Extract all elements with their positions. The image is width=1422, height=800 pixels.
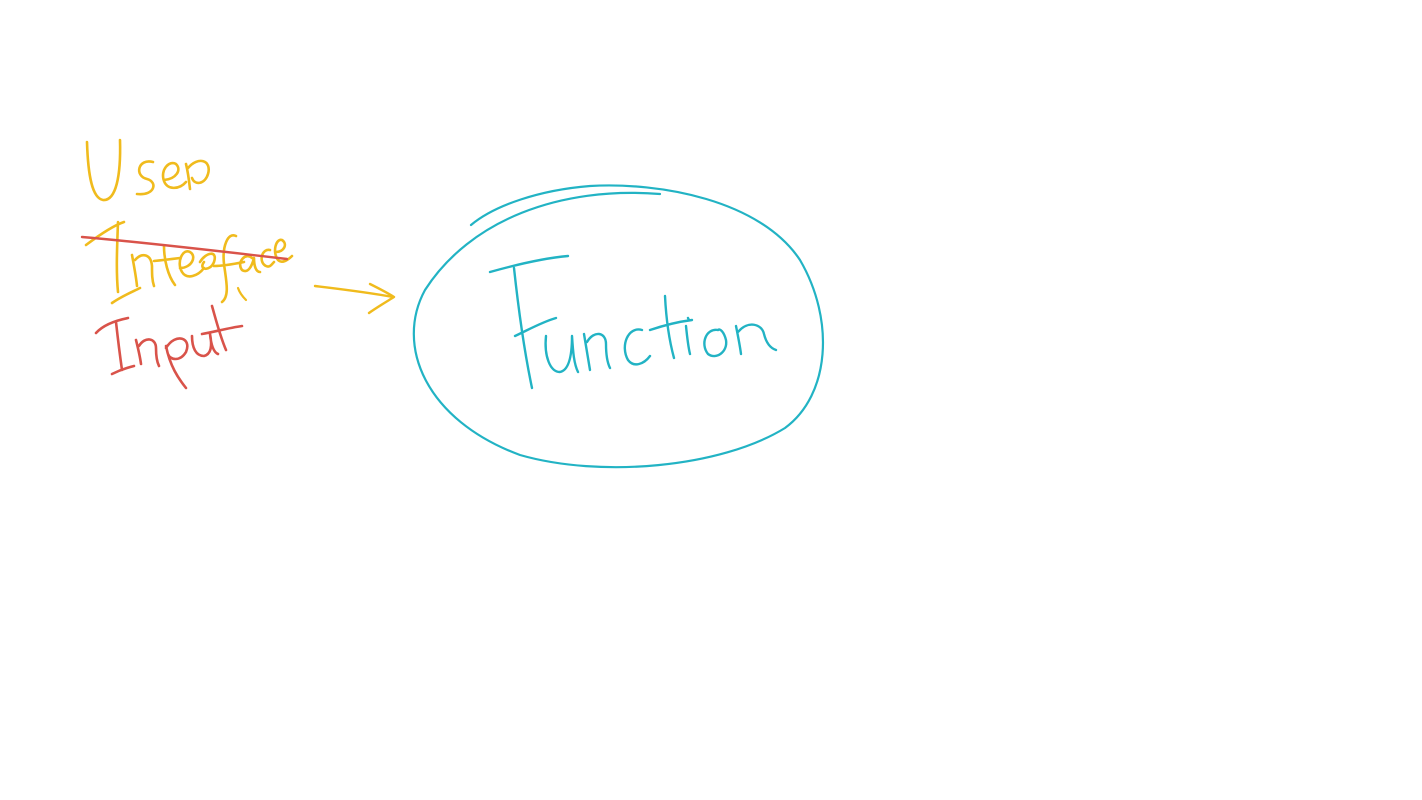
label-interface: Interface	[80, 220, 318, 305]
label-input: Input	[94, 304, 244, 390]
label-function-text: Function	[492, 286, 900, 398]
interface-strikethrough	[80, 235, 289, 261]
label-interface-text: Interface	[85, 238, 318, 298]
label-user: User	[85, 138, 222, 213]
arrow-input-to-function	[313, 282, 396, 315]
label-user-text: User	[85, 143, 222, 213]
label-input-text: Input	[95, 319, 240, 384]
function-node: Function	[412, 184, 900, 469]
function-ellipse	[412, 184, 824, 469]
